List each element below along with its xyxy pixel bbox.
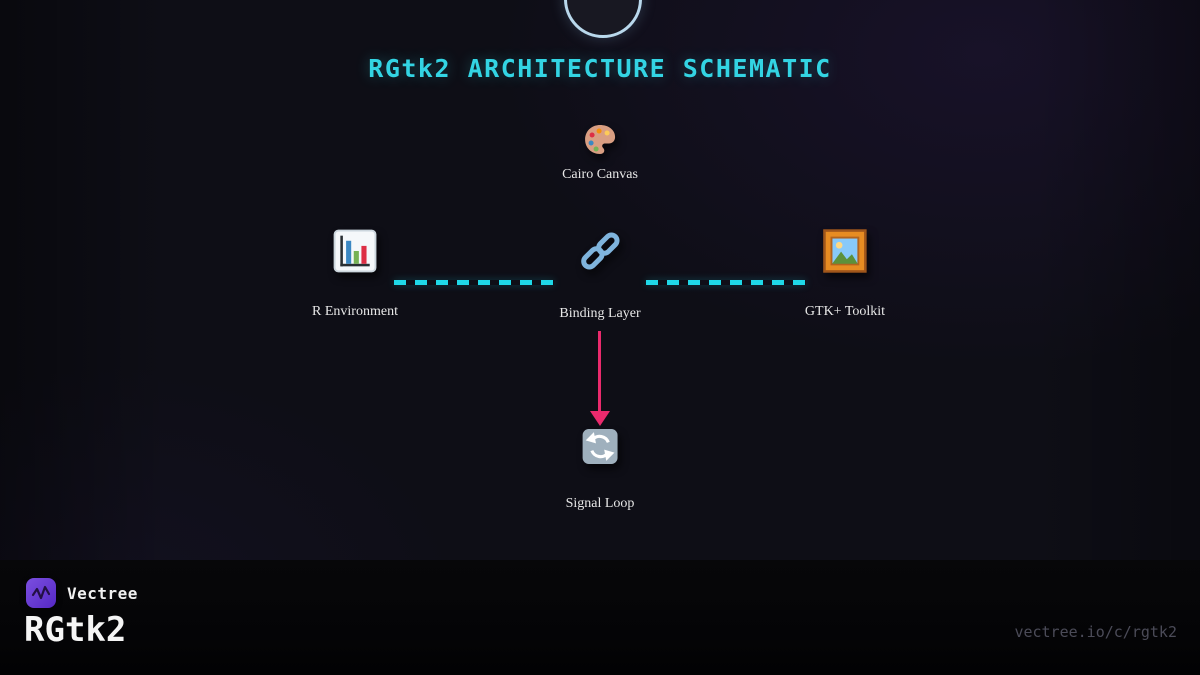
arrow-head-down — [590, 411, 610, 426]
footer-url: vectree.io/c/rgtk2 — [1014, 623, 1177, 641]
vectree-logo-icon — [26, 578, 56, 608]
node-label-r-environment: R Environment — [312, 304, 398, 319]
brand-name: Vectree — [67, 583, 138, 603]
arrow-binding-to-signal — [598, 331, 601, 413]
footer: Vectree RGtk2 vectree.io/c/rgtk2 — [0, 560, 1200, 675]
node-label-gtk-toolkit: GTK+ Toolkit — [804, 304, 886, 319]
bar-chart-icon — [332, 228, 378, 274]
node-label-binding-layer: Binding Layer — [559, 306, 641, 321]
counterclockwise-arrows-icon — [582, 428, 619, 465]
palette-icon — [582, 122, 618, 158]
framed-picture-icon — [822, 228, 868, 274]
schematic-title: RGtk2 ARCHITECTURE SCHEMATIC — [368, 54, 832, 83]
connector-renv-binding — [394, 280, 554, 285]
node-r-environment: R Environment — [312, 228, 398, 320]
decorative-circle — [564, 0, 642, 38]
node-signal-loop: Signal Loop — [565, 428, 635, 512]
node-label-cairo: Cairo Canvas — [562, 167, 638, 182]
node-gtk-toolkit: GTK+ Toolkit — [805, 228, 885, 320]
brand-row: Vectree — [26, 578, 138, 608]
link-icon — [575, 226, 625, 276]
node-label-signal-loop: Signal Loop — [565, 496, 635, 511]
connector-binding-gtk — [646, 280, 806, 285]
node-cairo-canvas: Cairo Canvas — [562, 122, 638, 183]
node-binding-layer: Binding Layer — [559, 226, 641, 322]
project-name: RGtk2 — [24, 610, 127, 650]
